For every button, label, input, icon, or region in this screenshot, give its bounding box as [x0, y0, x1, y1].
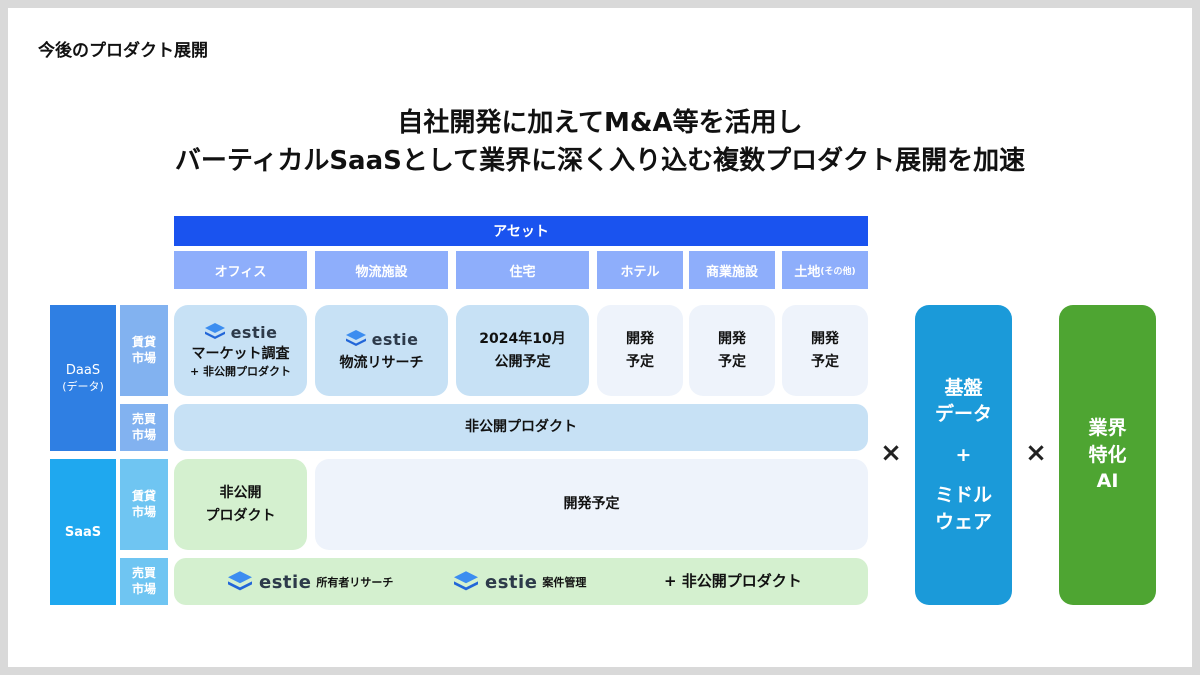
row-label-text: 賃貸	[131, 488, 156, 503]
times-operator: ×	[1025, 438, 1047, 468]
daas-name: DaaS	[65, 362, 101, 378]
product-note: + 非公開プロダクト	[189, 365, 292, 379]
cell-housing-release: 2024年10月 公開予定	[456, 305, 589, 396]
saas-label: SaaS	[50, 459, 116, 605]
cell-saas-rent-planned: 開発予定	[315, 459, 868, 550]
saas-name: SaaS	[64, 524, 102, 540]
headline-line-1: 自社開発に加えてM&A等を活用し	[397, 108, 803, 138]
estie-logo-icon	[454, 571, 478, 591]
cell-office-market-research: estie マーケット調査 + 非公開プロダクト	[174, 305, 307, 396]
ai-text: 業界	[1088, 417, 1127, 440]
product-name: マーケット調査	[191, 345, 290, 362]
estie-logo-icon	[228, 571, 252, 591]
cell-daas-sale-private: 非公開プロダクト	[174, 404, 868, 451]
release-date: 2024年10月	[479, 331, 566, 348]
column-header-housing: 住宅	[456, 251, 589, 289]
brand-name: estie	[230, 322, 278, 342]
headline-line-2: バーティカルSaaSとして業界に深く入り込む複数プロダクト展開を加速	[174, 146, 1026, 176]
brand-name: estie	[485, 571, 538, 593]
row-label-text: 市場	[131, 581, 156, 596]
estie-logo-icon	[204, 323, 225, 340]
row-label-daas-sale: 売買 市場	[120, 404, 168, 451]
planned-text: 開発	[811, 331, 839, 348]
ai-text: 特化	[1088, 443, 1127, 466]
planned-text: 開発	[626, 331, 654, 348]
owner-research-product: estie 所有者リサーチ	[226, 570, 393, 594]
release-status: 公開予定	[494, 353, 551, 370]
daas-sub: (データ)	[62, 379, 104, 393]
planned-text: 予定	[626, 353, 654, 370]
brand-name: estie	[259, 571, 312, 593]
private-text: プロダクト	[205, 507, 276, 524]
product-name: 案件管理	[542, 576, 587, 589]
slide: 今後のプロダクト展開 自社開発に加えてM&A等を活用し バーティカルSaaSとし…	[8, 8, 1192, 667]
column-header-office: オフィス	[174, 251, 307, 289]
planned-text: 予定	[718, 353, 746, 370]
cell-hotel-planned: 開発 予定	[597, 305, 683, 396]
product-name: 物流リサーチ	[339, 355, 424, 372]
page-title: 今後のプロダクト展開	[38, 41, 208, 61]
brand-name: estie	[371, 329, 419, 349]
row-label-text: 市場	[131, 350, 156, 365]
product-name: 所有者リサーチ	[316, 576, 394, 589]
asset-header: アセット	[174, 216, 868, 246]
cell-commercial-planned: 開発 予定	[689, 305, 775, 396]
planned-text: 開発	[718, 331, 746, 348]
column-header-land: 土地(その他)	[782, 251, 868, 289]
estie-logo-icon	[345, 330, 366, 347]
row-label-text: 売買	[131, 411, 156, 426]
times-operator: ×	[880, 438, 902, 468]
estie-logo: estie	[345, 327, 419, 353]
ai-text: AI	[1096, 470, 1119, 493]
deal-management-product: estie 案件管理	[452, 570, 586, 594]
cell-land-planned: 開発 予定	[782, 305, 868, 396]
estie-logo: estie	[204, 321, 278, 344]
foundation-text: データ	[934, 403, 992, 426]
row-label-text: 賃貸	[131, 334, 156, 349]
column-header-hotel: ホテル	[597, 251, 683, 289]
foundation-text: ウェア	[934, 510, 992, 533]
column-header-land-label: 土地	[794, 264, 821, 280]
industry-specific-ai: 業界 特化 AI	[1059, 305, 1156, 605]
row-label-saas-rent: 賃貸 市場	[120, 459, 168, 550]
private-text: 非公開	[219, 485, 262, 502]
row-label-text: 売買	[131, 565, 156, 580]
row-label-text: 市場	[131, 504, 156, 519]
daas-label: DaaS (データ)	[50, 305, 116, 451]
row-label-text: 市場	[131, 427, 156, 442]
planned-text: 予定	[811, 353, 839, 370]
cell-saas-sale-products: estie 所有者リサーチ estie 案件管理 + 非公開プロダクト	[174, 558, 868, 605]
row-label-saas-sale: 売買 市場	[120, 558, 168, 605]
private-product-note: + 非公開プロダクト	[664, 572, 802, 590]
cell-logistics-research: estie 物流リサーチ	[315, 305, 448, 396]
column-header-commercial: 商業施設	[689, 251, 775, 289]
column-header-land-suffix: (その他)	[820, 266, 856, 277]
foundation-data-middleware: 基盤 データ + ミドル ウェア	[915, 305, 1012, 605]
plus-operator: +	[955, 443, 972, 466]
row-label-daas-rent: 賃貸 市場	[120, 305, 168, 396]
foundation-text: 基盤	[944, 376, 983, 399]
column-header-logistics: 物流施設	[315, 251, 448, 289]
foundation-text: ミドル	[934, 484, 992, 507]
cell-saas-office-private: 非公開 プロダクト	[174, 459, 307, 550]
